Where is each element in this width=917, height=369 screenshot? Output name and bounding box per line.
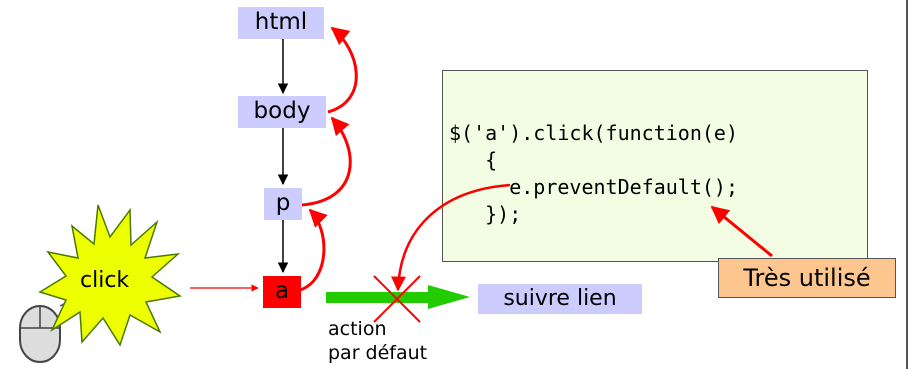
- code-line-2: {: [449, 148, 498, 172]
- code-line-4: });: [449, 202, 522, 226]
- mouse-icon: [19, 300, 89, 363]
- bubble-arrow-body-html: [327, 26, 358, 114]
- node-p: p: [264, 188, 302, 220]
- callout-tres-utilise: Très utilisé: [718, 258, 896, 298]
- click-label: click: [80, 268, 130, 293]
- default-action-caption-line2: par défaut: [328, 342, 428, 364]
- node-body: body: [238, 96, 326, 128]
- default-action-caption-line1: action: [328, 318, 387, 340]
- node-a: a: [263, 276, 301, 308]
- click-burst: [38, 204, 182, 347]
- follow-link-label: suivre lien: [478, 284, 642, 314]
- right-divider: [906, 0, 908, 369]
- bubble-arrow-a-p: [299, 208, 328, 292]
- code-line-3: e.preventDefault();: [449, 175, 738, 199]
- code-snippet-box: $('a').click(function(e) { e.preventDefa…: [442, 70, 868, 262]
- node-html: html: [238, 7, 324, 39]
- bubble-arrow-p-body: [301, 116, 352, 207]
- default-action-arrow: [326, 285, 470, 309]
- code-line-1: $('a').click(function(e): [449, 121, 738, 145]
